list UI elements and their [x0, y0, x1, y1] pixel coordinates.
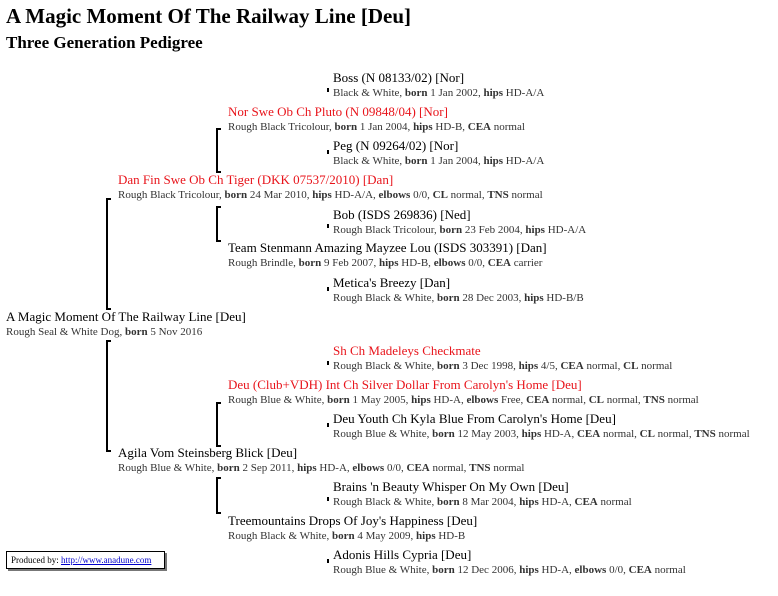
dog-details: Rough Black Tricolour, born 23 Feb 2004,…: [333, 224, 587, 236]
dog-name: Bob (ISDS 269836) [Ned]: [333, 207, 471, 222]
dog-details: Rough Black & White, born 8 Mar 2004, hi…: [333, 496, 632, 508]
pedigree-dam-sire: Deu (Club+VDH) Int Ch Silver Dollar From…: [228, 377, 699, 407]
pedigree-dam-dam: Treemountains Drops Of Joy's Happiness […: [228, 513, 477, 543]
connector-tick: [327, 559, 329, 563]
producer-label: Produced by:: [11, 555, 59, 565]
connector-tick: [327, 88, 329, 92]
connector-tick: [327, 361, 329, 365]
dog-name: Dan Fin Swe Ob Ch Tiger (DKK 07537/2010)…: [118, 172, 394, 187]
dog-name: A Magic Moment Of The Railway Line [Deu]: [6, 309, 246, 324]
pedigree-sire: Dan Fin Swe Ob Ch Tiger (DKK 07537/2010)…: [118, 172, 543, 202]
connector-bracket: [216, 477, 221, 514]
connector-tick: [327, 423, 329, 427]
pedigree-sire-sire-sire: Boss (N 08133/02) [Nor] Black & White, bo…: [333, 70, 544, 100]
dog-name: Agila Vom Steinsberg Blick [Deu]: [118, 445, 298, 460]
dog-details: Rough Blue & White, born 1 May 2005, hip…: [228, 394, 699, 406]
dog-details: Black & White, born 1 Jan 2002, hips HD-…: [333, 87, 545, 99]
producer-credit: Produced by: http://www.anadune.com: [6, 551, 165, 569]
connector-tick: [327, 497, 329, 501]
dog-details: Rough Seal & White Dog, born 5 Nov 2016: [6, 326, 203, 338]
dog-details: Rough Black & White, born 3 Dec 1998, hi…: [333, 360, 673, 372]
dog-name: Metica's Breezy [Dan]: [333, 275, 451, 290]
dog-name: Deu (Club+VDH) Int Ch Silver Dollar From…: [228, 377, 582, 392]
dog-name: Deu Youth Ch Kyla Blue From Carolyn's Ho…: [333, 411, 616, 426]
dog-details: Rough Blue & White, born 12 Dec 2006, hi…: [333, 564, 686, 576]
connector-bracket: [216, 128, 221, 173]
connector-bracket: [216, 402, 221, 447]
connector-bracket: [106, 198, 111, 310]
dog-name: Sh Ch Madeleys Checkmate: [333, 343, 481, 358]
pedigree-sire-dam-dam: Metica's Breezy [Dan] Rough Black & White…: [333, 275, 584, 305]
pedigree-sire-sire-dam: Peg (N 09264/02) [Nor] Black & White, bor…: [333, 138, 544, 168]
pedigree-sire-sire: Nor Swe Ob Ch Pluto (N 09848/04) [Nor] Ro…: [228, 104, 525, 134]
dog-name: Team Stenmann Amazing Mayzee Lou (ISDS 3…: [228, 240, 547, 255]
dog-name: Nor Swe Ob Ch Pluto (N 09848/04) [Nor]: [228, 104, 448, 119]
dog-details: Rough Black Tricolour, born 1 Jan 2004, …: [228, 121, 525, 133]
connector-bracket: [216, 206, 221, 242]
connector-bracket: [106, 340, 111, 452]
dog-details: Black & White, born 1 Jan 2004, hips HD-…: [333, 155, 545, 167]
dog-details: Rough Black & White, born 4 May 2009, hi…: [228, 530, 466, 542]
pedigree-dam: Agila Vom Steinsberg Blick [Deu] Rough Bl…: [118, 445, 524, 475]
dog-name: Peg (N 09264/02) [Nor]: [333, 138, 459, 153]
dog-name: Brains 'n Beauty Whisper On My Own [Deu]: [333, 479, 569, 494]
dog-details: Rough Blue & White, born 12 May 2003, hi…: [333, 428, 750, 440]
dog-name: Treemountains Drops Of Joy's Happiness […: [228, 513, 478, 528]
pedigree-sire-dam-sire: Bob (ISDS 269836) [Ned] Rough Black Trico…: [333, 207, 586, 237]
dog-details: Rough Blue & White, born 2 Sep 2011, hip…: [118, 462, 525, 474]
page-subtitle: Three Generation Pedigree: [6, 33, 203, 52]
connector-tick: [327, 287, 329, 291]
producer-link[interactable]: http://www.anadune.com: [61, 555, 152, 565]
dog-details: Rough Black Tricolour, born 24 Mar 2010,…: [118, 189, 543, 201]
connector-tick: [327, 224, 329, 228]
dog-name: Boss (N 08133/02) [Nor]: [333, 70, 465, 85]
pedigree-dam-dam-sire: Brains 'n Beauty Whisper On My Own [Deu]…: [333, 479, 632, 509]
pedigree-sire-dam: Team Stenmann Amazing Mayzee Lou (ISDS 3…: [228, 240, 547, 270]
pedigree-dam-dam-dam: Adonis Hills Cypria [Deu] Rough Blue & Wh…: [333, 547, 686, 577]
pedigree-subject: A Magic Moment Of The Railway Line [Deu]…: [6, 309, 246, 339]
dog-details: Rough Brindle, born 9 Feb 2007, hips HD-…: [228, 257, 543, 269]
dog-details: Rough Black & White, born 28 Dec 2003, h…: [333, 292, 584, 304]
connector-tick: [327, 150, 329, 154]
pedigree-dam-sire-dam: Deu Youth Ch Kyla Blue From Carolyn's Ho…: [333, 411, 750, 441]
dog-name: Adonis Hills Cypria [Deu]: [333, 547, 472, 562]
page-title: A Magic Moment Of The Railway Line [Deu]: [6, 4, 411, 28]
